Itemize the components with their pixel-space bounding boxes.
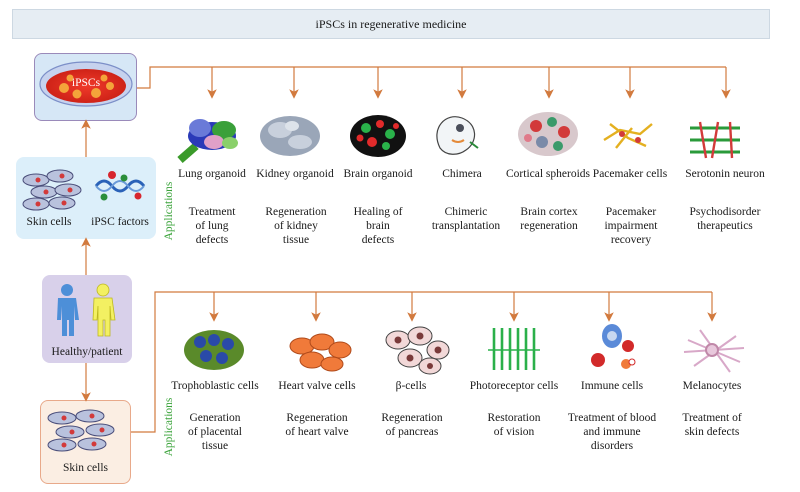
top-desc-2-line-1: Regeneration [265, 206, 327, 218]
ipsc-factors-label: iPSC factors [91, 216, 149, 228]
lung-organoid-icon [177, 119, 238, 164]
bottom-desc-6-line-1: Treatment of [682, 412, 742, 424]
top-name-4: Chimera [442, 168, 482, 180]
bottom-name-6: Melanocytes [682, 380, 742, 392]
top-desc-5: Brain cortex regeneration [508, 205, 590, 233]
serotonin-neuron-icon [690, 121, 740, 159]
bottom-desc-5-line-3: disorders [590, 440, 634, 452]
bottom-name-4: Photoreceptor cells [469, 380, 559, 392]
bottom-desc-1: Generation of placental tissue [176, 411, 254, 453]
cortical-spheroids-icon [518, 112, 578, 156]
top-desc-7-line-2: therapeutics [697, 220, 753, 232]
kidney-organoid-icon [260, 116, 320, 156]
skin-cells-icon [22, 169, 82, 211]
top-desc-3-line-1: Healing of [353, 206, 403, 218]
bottom-desc-3: Regeneration of pancreas [370, 411, 454, 439]
bottom-desc-5: Treatment of blood and immune disorders [556, 411, 668, 453]
top-desc-3-line-2: brain [366, 220, 390, 232]
top-desc-5-line-1: Brain cortex [520, 206, 578, 218]
bottom-desc-4-line-2: of vision [493, 426, 535, 438]
patient-label: Healthy/patient [51, 346, 123, 358]
top-desc-1-line-1: Treatment [188, 206, 236, 218]
top-desc-2-line-2: of kidney [274, 220, 318, 232]
top-desc-4: Chimeric transplantation [422, 205, 510, 233]
bottom-desc-6-line-2: skin defects [684, 426, 740, 438]
bottom-desc-3-line-1: Regeneration [381, 412, 443, 424]
top-desc-6-line-1: Pacemaker [605, 206, 657, 218]
top-desc-3: Healing of brain defects [342, 205, 414, 247]
bottom-desc-4: Restoration of vision [474, 411, 554, 439]
top-desc-5-line-2: regeneration [520, 220, 578, 232]
top-desc-2: Regeneration of kidney tissue [258, 205, 334, 247]
top-desc-1-line-3: defects [195, 234, 229, 246]
bottom-desc-2-line-2: of heart valve [285, 426, 349, 438]
top-desc-7-line-1: Psychodisorder [689, 206, 761, 218]
bottom-desc-2: Regeneration of heart valve [270, 411, 364, 439]
melanocytes-icon [683, 329, 745, 373]
top-desc-6-line-3: recovery [610, 234, 652, 246]
trophoblastic-cells-icon [184, 330, 244, 370]
top-desc-1-line-2: of lung [195, 220, 229, 232]
top-name-7: Serotonin neuron [685, 168, 765, 180]
skin-cells-bottom-label: Skin cells [62, 462, 109, 474]
ipsc-label: iPSCs [71, 77, 101, 89]
top-name-3: Brain organoid [343, 168, 413, 180]
top-desc-3-line-3: defects [361, 234, 395, 246]
bottom-desc-2-line-1: Regeneration [286, 412, 348, 424]
skin-cells-bottom-icon [47, 409, 115, 452]
bottom-name-1: Trophoblastic cells [171, 380, 259, 392]
top-name-5: Cortical spheroids [506, 168, 590, 180]
skin-cells-label: Skin cells [26, 216, 72, 228]
bottom-name-5: Immune cells [580, 380, 644, 392]
top-desc-7: Psychodisorder therapeutics [680, 205, 770, 233]
top-desc-2-line-3: tissue [282, 234, 310, 246]
bottom-desc-5-line-2: and immune [583, 426, 641, 438]
pacemaker-cells-icon [603, 123, 653, 149]
bottom-connector [131, 291, 717, 433]
diagram-title-text: iPSCs in regenerative medicine [315, 16, 467, 31]
immune-cells-icon [591, 324, 636, 369]
brain-organoid-icon [350, 115, 406, 157]
photoreceptor-cells-icon [488, 328, 540, 370]
bottom-desc-5-line-1: Treatment of blood [567, 412, 657, 424]
bottom-desc-6: Treatment of skin defects [670, 411, 754, 439]
bottom-desc-1-line-3: tissue [201, 440, 229, 452]
petri-dish-icon [39, 61, 133, 107]
beta-cells-icon [385, 326, 450, 375]
top-name-1: Lung organoid [178, 168, 246, 180]
top-desc-6-line-2: impairment [604, 220, 658, 232]
top-desc-4-line-1: Chimeric [444, 206, 488, 218]
top-desc-4-line-2: transplantation [431, 220, 501, 232]
heart-valve-cells-icon [289, 333, 352, 372]
diagram-title: iPSCs in regenerative medicine [12, 9, 770, 39]
top-desc-6: Pacemaker impairment recovery [592, 205, 670, 247]
top-connector [137, 66, 731, 99]
bottom-desc-1-line-2: of placental [188, 426, 242, 438]
top-name-2: Kidney organoid [256, 168, 334, 180]
bottom-name-2: Heart valve cells [278, 380, 356, 392]
patient-box [42, 275, 132, 363]
top-desc-1: Treatment of lung defects [174, 205, 250, 247]
bottom-name-3: β-cells [395, 380, 427, 392]
chimera-icon [436, 116, 479, 155]
bottom-desc-3-line-2: of pancreas [385, 426, 439, 438]
applications-label-bottom: Applications [163, 397, 175, 457]
dna-factors-icon [94, 171, 146, 201]
bottom-desc-1-line-1: Generation [189, 412, 241, 424]
top-name-6: Pacemaker cells [592, 168, 668, 180]
patient-figures-icon [57, 283, 116, 337]
bottom-desc-4-line-1: Restoration [487, 412, 541, 424]
